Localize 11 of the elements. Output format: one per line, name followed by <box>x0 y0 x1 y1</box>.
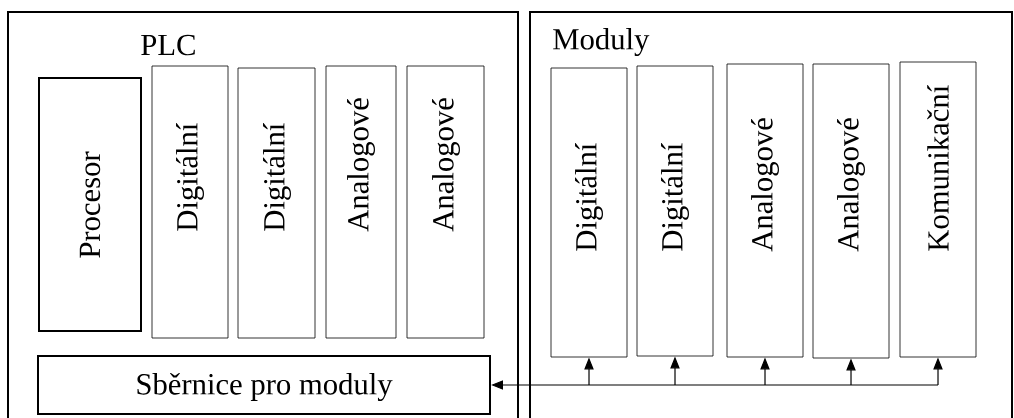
module-box: Analogové <box>325 65 397 339</box>
module-box: Digitální <box>550 67 628 358</box>
bus-box: Sběrnice pro moduly <box>37 355 491 415</box>
module-box: Procesor <box>38 77 142 332</box>
module-box: Digitální <box>636 65 714 357</box>
module-box: Analogové <box>812 63 890 359</box>
module-box: Digitální <box>237 67 316 339</box>
module-box: Komunikační <box>899 61 977 358</box>
module-box: Analogové <box>726 63 804 358</box>
module-box: Analogové <box>406 65 485 339</box>
module-box: Digitální <box>151 65 229 339</box>
